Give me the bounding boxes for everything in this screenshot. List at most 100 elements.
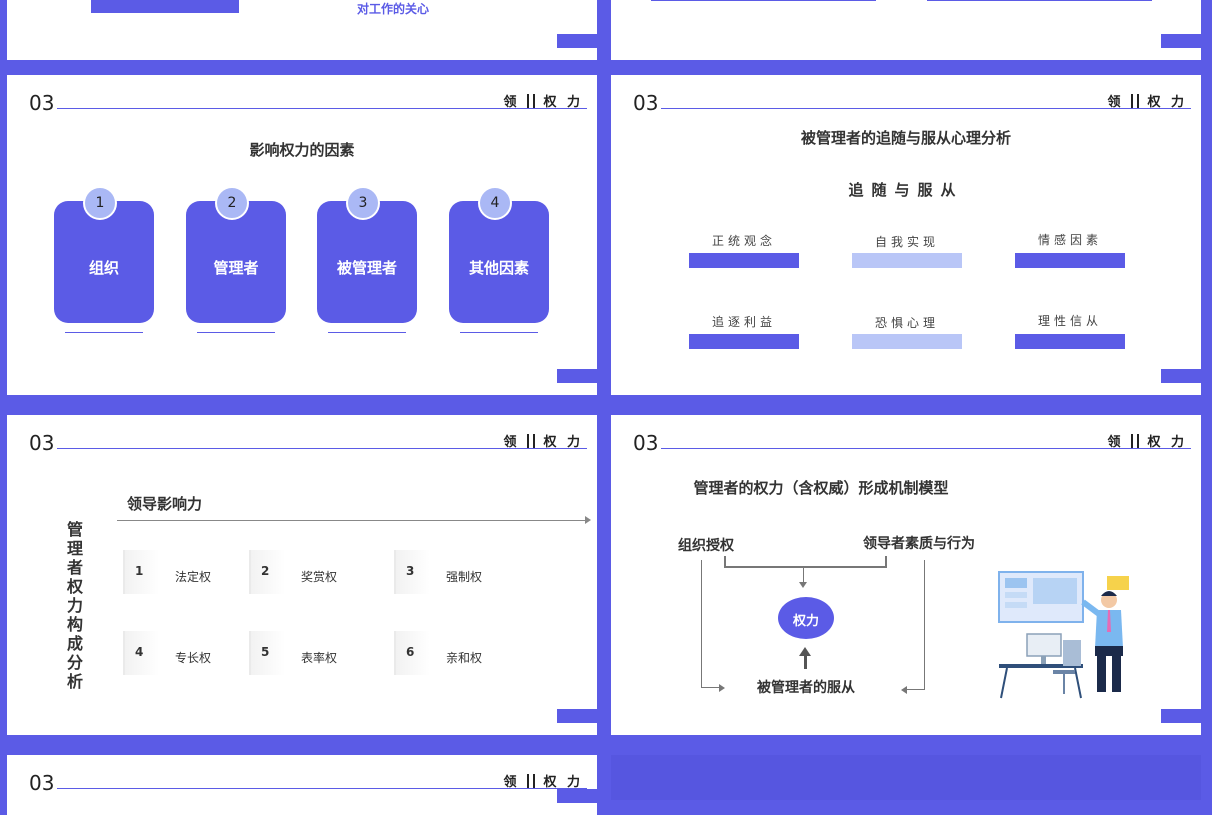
section-number: 03: [633, 431, 659, 455]
slide-follow-obey[interactable]: 03 领权 力 被管理者的追随与服从心理分析 追随与服从 正统观念 自我实现 情…: [611, 75, 1201, 395]
factor-label: 被管理者: [336, 259, 397, 277]
factor-label: 组织: [88, 259, 119, 277]
factor-number: 3: [346, 186, 380, 220]
right-connector-arrow: [901, 686, 907, 694]
power-item: 6 亲和权: [394, 631, 504, 675]
org-authorization-label: 组织授权: [678, 538, 734, 554]
bracket-bottom: [724, 566, 887, 568]
power-item-label: 强制权: [446, 570, 483, 584]
brand-label: 领权 力: [503, 91, 583, 110]
power-item-label: 专长权: [175, 651, 212, 665]
psych-label: 情感因素: [1037, 233, 1102, 247]
power-item-number: 4: [135, 645, 144, 659]
factor-card: 组织: [54, 201, 154, 323]
factor-label: 管理者: [213, 259, 259, 277]
bracket-arrow-head: [799, 582, 807, 588]
leader-quality-label: 领导者素质与行为: [863, 536, 975, 552]
factor-number: 4: [478, 186, 512, 220]
slide-subtitle: 追随与服从: [848, 181, 964, 199]
brand-label: 领权 力: [1107, 91, 1187, 110]
section-number: 03: [29, 431, 55, 455]
brand-left: 领: [1107, 95, 1124, 110]
power-item: 1 法定权: [123, 550, 233, 594]
header-line: [661, 108, 1191, 109]
heading-arrow-line: [117, 520, 587, 521]
header-line: [661, 448, 1191, 449]
psych-label: 自我实现: [874, 235, 939, 249]
section-number: 03: [29, 771, 55, 795]
factor-number: 1: [83, 186, 117, 220]
top-right-line-1: [651, 0, 876, 1]
power-item-number: 5: [261, 645, 270, 659]
slide-title: 被管理者的追随与服从心理分析: [800, 129, 1011, 147]
slide-title: 影响权力的因素: [249, 141, 355, 159]
psych-bar: [852, 334, 962, 349]
header-line: [57, 788, 587, 789]
left-connector-vertical: [701, 560, 702, 688]
bracket-right: [885, 556, 887, 568]
factor-underline: [460, 332, 538, 333]
bracket-down-line: [803, 568, 804, 584]
factor-card: 管理者: [186, 201, 286, 323]
top-left-caption: 对工作的关心: [357, 2, 430, 16]
section-number: 03: [29, 91, 55, 115]
psych-label: 理性信从: [1037, 314, 1102, 328]
power-item-label: 亲和权: [446, 651, 483, 665]
slide-influence-factors[interactable]: 03 领权 力 影响权力的因素 组织 1 管理者 2 被管理者 3 其他因素 4: [7, 75, 597, 395]
power-item: 3 强制权: [394, 550, 504, 594]
factor-number: 2: [215, 186, 249, 220]
brand-left: 领: [503, 775, 520, 790]
brand-label: 领权 力: [503, 771, 583, 790]
brand-right: 权 力: [543, 95, 583, 110]
obedience-label: 被管理者的服从: [757, 680, 855, 696]
brand-left: 领: [1107, 435, 1124, 450]
psych-bar: [1015, 334, 1125, 349]
power-item-number: 2: [261, 564, 270, 578]
power-item-label: 奖赏权: [301, 570, 338, 584]
businessman-illustration: [998, 571, 1129, 699]
power-circle: [778, 597, 834, 639]
power-item: 5 表率权: [249, 631, 359, 675]
factor-underline: [197, 332, 275, 333]
brand-right: 权 力: [1147, 435, 1187, 450]
right-connector-horizontal: [905, 689, 925, 690]
composition-heading: 领导影响力: [127, 495, 203, 513]
factor-card: 被管理者: [317, 201, 417, 323]
psych-label: 正统观念: [711, 234, 776, 248]
up-arrow-stem: [804, 655, 807, 669]
slide-power-mechanism[interactable]: 03 领权 力 管理者的权力（含权威）形成机制模型 组织授权 领导者素质与行为 …: [611, 415, 1201, 735]
power-item-number: 3: [406, 564, 415, 578]
psych-label: 追逐利益: [711, 315, 776, 329]
power-item: 4 专长权: [123, 631, 233, 675]
factor-card: 其他因素: [449, 201, 549, 323]
brand-right: 权 力: [543, 435, 583, 450]
brand-left: 领: [503, 435, 520, 450]
power-item-label: 表率权: [301, 651, 338, 665]
factor-underline: [65, 332, 143, 333]
power-item-label: 法定权: [175, 570, 212, 584]
section-number: 03: [633, 91, 659, 115]
brand-label: 领权 力: [1107, 431, 1187, 450]
power-circle-label: 权力: [792, 614, 819, 629]
brand-label: 领权 力: [503, 431, 583, 450]
right-connector-vertical: [924, 560, 925, 690]
header-line: [57, 448, 587, 449]
power-item-number: 6: [406, 645, 415, 659]
slide-bottom-right-cover: [611, 755, 1201, 800]
psych-bar: [689, 253, 799, 268]
top-right-line-2: [927, 0, 1152, 1]
left-connector-horizontal: [701, 687, 721, 688]
slide-title: 管理者的权力（含权威）形成机制模型: [693, 479, 949, 497]
power-item-number: 1: [135, 564, 144, 578]
factor-underline: [328, 332, 406, 333]
psych-bar: [852, 253, 962, 268]
factor-label: 其他因素: [468, 259, 529, 277]
psych-bar: [689, 334, 799, 349]
top-left-blue-box: [91, 0, 239, 13]
slide-top-left: 对工作的关心: [7, 0, 597, 60]
brand-right: 权 力: [543, 775, 583, 790]
slide-top-right: [611, 0, 1201, 60]
header-line: [57, 108, 587, 109]
power-item: 2 奖赏权: [249, 550, 359, 594]
